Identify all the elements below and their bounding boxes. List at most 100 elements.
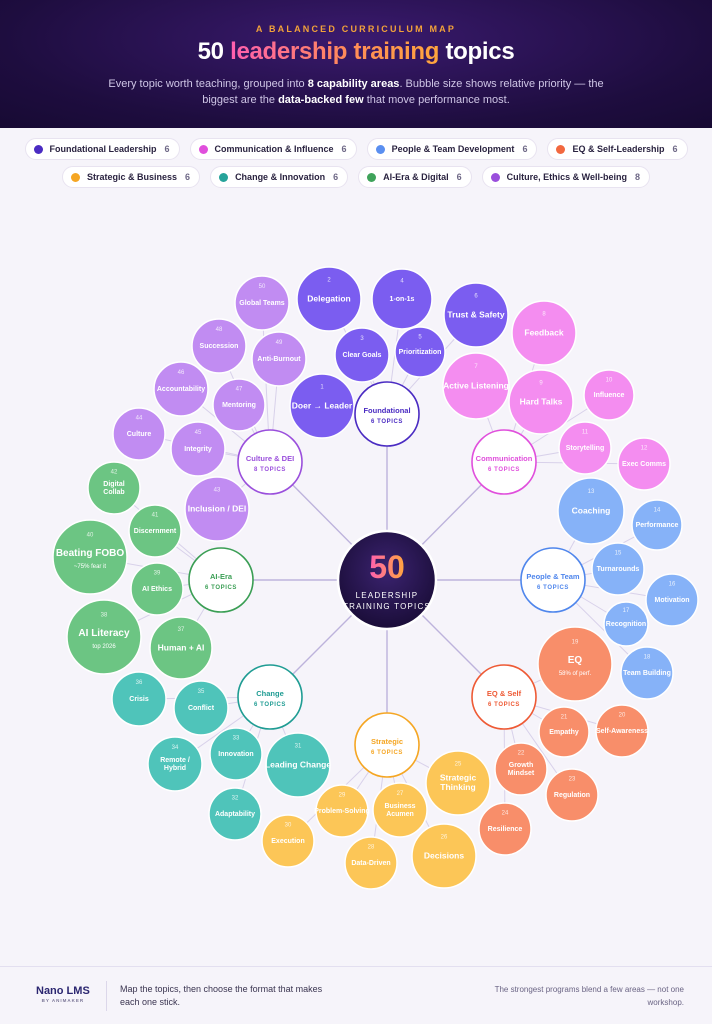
hub-count: 6 TOPICS bbox=[488, 702, 520, 708]
topic-number: 8 bbox=[542, 311, 546, 317]
topic-circle bbox=[411, 823, 477, 889]
topic-number: 45 bbox=[195, 430, 202, 436]
topic-circle bbox=[620, 646, 674, 700]
page-title: 50 leadership training topics bbox=[0, 38, 712, 66]
footer-divider bbox=[106, 981, 107, 1011]
topic-label: Storytelling bbox=[566, 445, 605, 452]
topic-circle bbox=[265, 732, 331, 798]
topic-number: 50 bbox=[259, 284, 266, 290]
topic-circle bbox=[296, 266, 362, 332]
topic-circle bbox=[334, 327, 390, 383]
hub-name: Change bbox=[256, 689, 284, 698]
topic-label: Execution bbox=[271, 838, 304, 845]
topic-label: Remote / bbox=[160, 757, 190, 764]
topic-circle bbox=[149, 616, 213, 680]
legend-label: EQ & Self-Leadership bbox=[572, 144, 665, 154]
topic-circle bbox=[371, 268, 433, 330]
topic-number: 28 bbox=[368, 845, 375, 851]
topic-number: 4 bbox=[400, 279, 404, 285]
topic-label: Integrity bbox=[184, 446, 212, 453]
topic-label: Trust & Safety bbox=[447, 309, 504, 319]
topic-label: Leading Change bbox=[265, 759, 331, 769]
topic-label: Problem-Solving bbox=[314, 808, 370, 815]
topic-circle bbox=[511, 300, 577, 366]
topic-label: Doer → Leader bbox=[292, 400, 353, 410]
topic-number: 33 bbox=[233, 736, 240, 742]
header-banner: A BALANCED CURRICULUM MAP 50 leadership … bbox=[0, 0, 712, 128]
topic-circle bbox=[372, 782, 428, 838]
legend-dot bbox=[219, 172, 229, 182]
topic-label: Recognition bbox=[606, 621, 646, 628]
topic-label: Empathy bbox=[549, 729, 579, 736]
hub-name: AI-Era bbox=[210, 572, 233, 581]
legend-dot bbox=[375, 144, 385, 154]
center-circle bbox=[336, 529, 438, 631]
topic-number: 11 bbox=[582, 430, 589, 436]
topic-label: AI Ethics bbox=[142, 586, 172, 593]
legend-count: 6 bbox=[522, 144, 528, 154]
legend-label: Strategic & Business bbox=[87, 172, 178, 182]
topic-circle bbox=[112, 407, 166, 461]
topic-number: 10 bbox=[606, 377, 613, 383]
topic-number: 32 bbox=[232, 796, 239, 802]
topic-label: Growth bbox=[509, 762, 534, 769]
topic-number: 44 bbox=[136, 416, 143, 422]
legend-label: Culture, Ethics & Well-being bbox=[506, 172, 627, 182]
topic-number: 14 bbox=[654, 507, 661, 513]
topic-circle bbox=[315, 784, 369, 838]
topic-label: Adaptability bbox=[215, 811, 255, 818]
hub-circle bbox=[520, 547, 586, 613]
topic-circle bbox=[583, 369, 635, 421]
topic-label: Strategic bbox=[440, 773, 477, 783]
legend-count: 8 bbox=[634, 172, 640, 182]
topic-circle bbox=[538, 706, 590, 758]
topic-circle bbox=[234, 275, 290, 331]
hub-name: People & Team bbox=[526, 572, 580, 581]
legend-label: Change & Innovation bbox=[235, 172, 326, 182]
topic-number: 34 bbox=[172, 745, 179, 751]
topic-circle bbox=[557, 477, 625, 545]
hub-circle bbox=[354, 381, 420, 447]
topic-number: 19 bbox=[572, 640, 579, 646]
topic-label: Thinking bbox=[440, 782, 475, 792]
topic-circle bbox=[494, 742, 548, 796]
topic-label: Conflict bbox=[188, 705, 215, 712]
hub-name: Culture & DEI bbox=[246, 454, 294, 463]
topic-label: Crisis bbox=[129, 696, 149, 703]
legend-label: People & Team Development bbox=[391, 144, 515, 154]
topic-number: 46 bbox=[178, 370, 185, 376]
topic-label: Inclusion / DEI bbox=[188, 503, 247, 513]
topic-number: 24 bbox=[502, 811, 509, 817]
topic-label: Self-Awareness bbox=[596, 728, 648, 735]
legend-count: 6 bbox=[333, 172, 339, 182]
topic-note: 58% of perf. bbox=[559, 671, 592, 677]
topic-label: Influence bbox=[594, 392, 625, 399]
topic-label: Resilience bbox=[488, 826, 523, 833]
topic-label: Performance bbox=[636, 522, 679, 529]
topic-label: Turnarounds bbox=[597, 566, 640, 573]
topic-number: 16 bbox=[669, 582, 676, 588]
topic-number: 42 bbox=[111, 470, 118, 476]
topic-label: Culture bbox=[127, 431, 152, 438]
